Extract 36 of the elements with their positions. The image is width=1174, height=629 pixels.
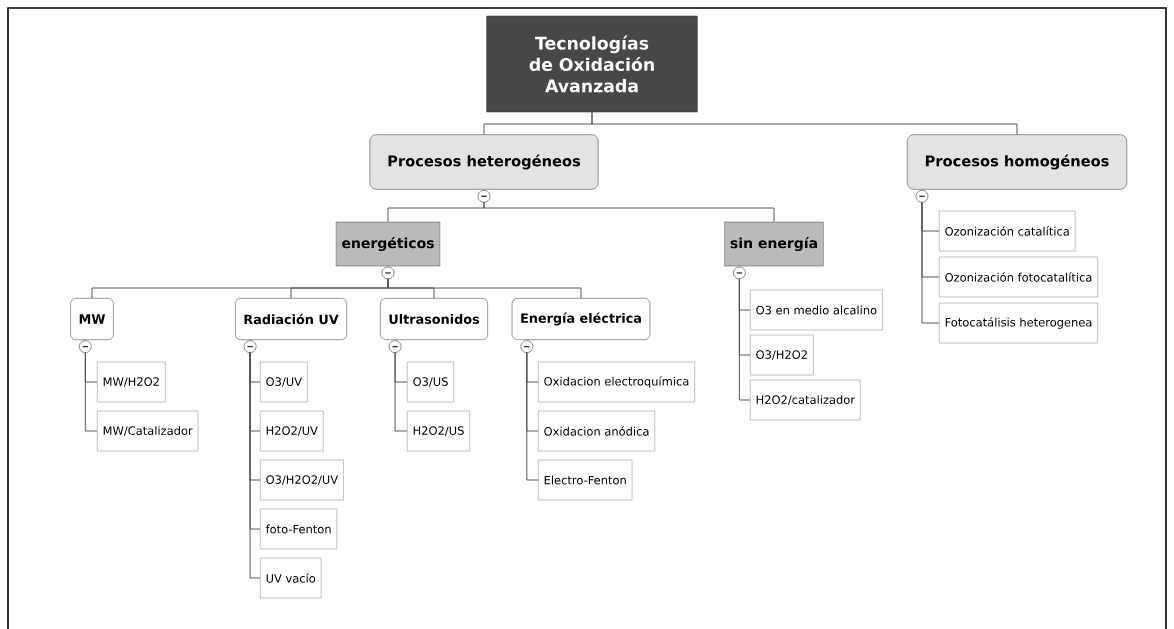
leaf-box: MW/H2O2	[97, 361, 166, 403]
connector	[394, 352, 408, 432]
connector	[921, 201, 940, 324]
connector	[591, 111, 1018, 135]
category-box: Ultrasonidos	[380, 298, 488, 340]
leaf-box: O3 en medio alcalino	[750, 289, 883, 331]
leaf-box: Oxidacion electroquímica	[538, 361, 695, 403]
connector	[249, 352, 261, 579]
leaf-box: O3/US	[407, 361, 455, 403]
leaf-box: Fotocatálisis heterogenea	[939, 302, 1098, 344]
leaf-box: O3/H2O2	[750, 334, 814, 376]
leaf-box: MW/Catalizador	[97, 410, 199, 452]
category-box: Procesos heterogéneos	[369, 134, 599, 190]
category-box: Procesos homogéneos	[907, 134, 1128, 190]
connector	[483, 201, 775, 223]
connector	[387, 278, 582, 299]
category-box: sin energía	[724, 221, 824, 267]
leaf-box: UV vacío	[260, 557, 322, 599]
leaf-box: Ozonización catalítica	[939, 210, 1076, 252]
leaf-box: Ozonización fotocatalítica	[939, 256, 1098, 298]
leaf-box: O3/H2O2/UV	[260, 459, 344, 501]
leaf-box: O3/UV	[260, 361, 308, 403]
category-box: Energía eléctrica	[511, 298, 651, 340]
category-box: energéticos	[335, 221, 441, 267]
leaf-box: Oxidacion anódica	[538, 410, 656, 452]
leaf-box: H2O2/US	[407, 410, 470, 452]
leaf-box: foto-Fenton	[260, 508, 338, 550]
category-box: Radiación UV	[235, 298, 347, 340]
root-box: Tecnologías de Oxidación Avanzada	[486, 15, 698, 113]
connector	[738, 278, 751, 401]
connector	[84, 352, 98, 432]
category-box: MW	[70, 298, 114, 340]
connector	[526, 352, 539, 481]
leaf-box: H2O2/UV	[260, 410, 324, 452]
leaf-box: Electro-Fenton	[538, 459, 633, 501]
leaf-box: H2O2/catalizador	[750, 379, 861, 421]
